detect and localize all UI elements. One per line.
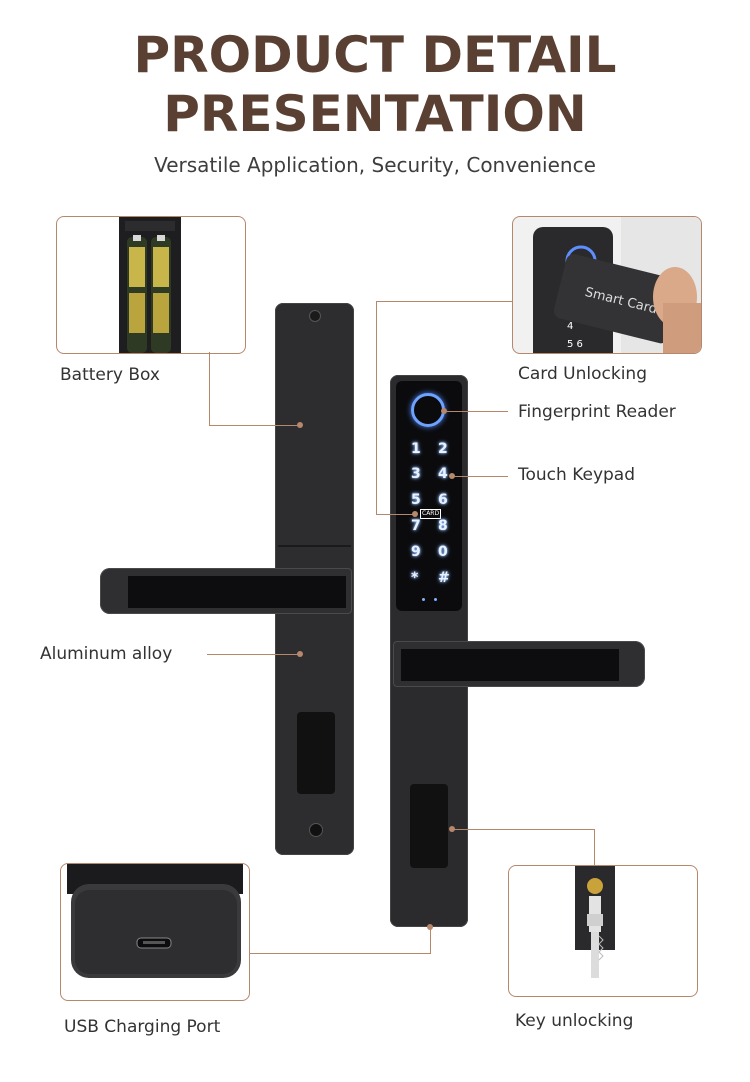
touch-keypad-label: Touch Keypad [518,465,636,485]
svg-text:5 6: 5 6 [567,339,583,350]
key-callout-dot [449,826,455,832]
fingerprint-sensor[interactable] [411,393,445,427]
keypad-key[interactable]: 6 [438,492,448,508]
right-handle-inlay [401,649,619,681]
left-handle-inlay [128,576,346,608]
back-panel-seam [278,545,351,547]
page-title-line1: PRODUCT DETAIL [133,26,617,84]
card-callout-line [376,514,414,515]
usb-callout-line [249,953,431,954]
svg-text:4: 4 [567,321,573,332]
fingerprint-callout-line [444,411,508,412]
card-unlocking-label: Card Unlocking [518,364,647,384]
back-panel-cutout [297,712,335,794]
keypad-callout-dot [449,473,455,479]
status-led [422,598,425,601]
key-callout-line [452,829,595,830]
usb-port-image [67,864,243,978]
battery-box-label: Battery Box [60,365,160,385]
aluminum-callout-line [207,654,299,655]
keypad-key[interactable]: 5 [411,492,421,508]
battery-compartment-image [119,217,181,353]
aluminum-callout-dot [297,651,303,657]
keypad-key[interactable]: 7 [411,518,421,534]
keypad-key[interactable]: # [438,570,450,586]
keypad-callout-line [452,476,508,477]
page-title-line2: PRESENTATION [163,85,587,143]
back-panel-screw-top [309,310,321,322]
usb-callout-dot [427,924,433,930]
back-panel-screw-bottom [309,823,323,837]
keypad-key[interactable]: 9 [411,544,421,560]
usb-charging-port-label: USB Charging Port [64,1017,221,1037]
page-subtitle: Versatile Application, Security, Conveni… [154,153,596,177]
key-cylinder-cover[interactable] [410,784,448,868]
card-unlocking-image: 4 5 6 Smart Card [533,217,701,353]
keypad-key[interactable]: 0 [438,544,448,560]
fingerprint-callout-dot [441,408,447,414]
key-callout-line [594,829,595,866]
status-led [434,598,437,601]
battery-callout-line [209,425,300,426]
keypad-key[interactable]: 8 [438,518,448,534]
key-unlocking-photo [508,865,698,997]
usb-callout-line [430,927,431,954]
keypad-key[interactable]: 4 [438,466,448,482]
battery-callout-dot [297,422,303,428]
card-callout-line [376,301,512,302]
aluminum-alloy-label: Aluminum alloy [40,644,173,664]
fingerprint-reader-label: Fingerprint Reader [518,402,676,422]
keypad-key[interactable]: 2 [438,441,448,457]
key-unlocking-image [575,866,615,978]
keypad-key[interactable]: 1 [411,441,421,457]
battery-box-photo [56,216,246,354]
keypad-key[interactable]: * [411,570,419,586]
card-callout-line [376,301,377,515]
keypad-key[interactable]: 3 [411,466,421,482]
usb-port-photo [60,863,250,1001]
card-callout-dot [412,511,418,517]
card-unlocking-photo: 4 5 6 Smart Card [512,216,702,354]
card-reader-label: CARD [420,509,442,519]
key-unlocking-label: Key unlocking [515,1011,634,1031]
battery-callout-line [209,352,210,426]
